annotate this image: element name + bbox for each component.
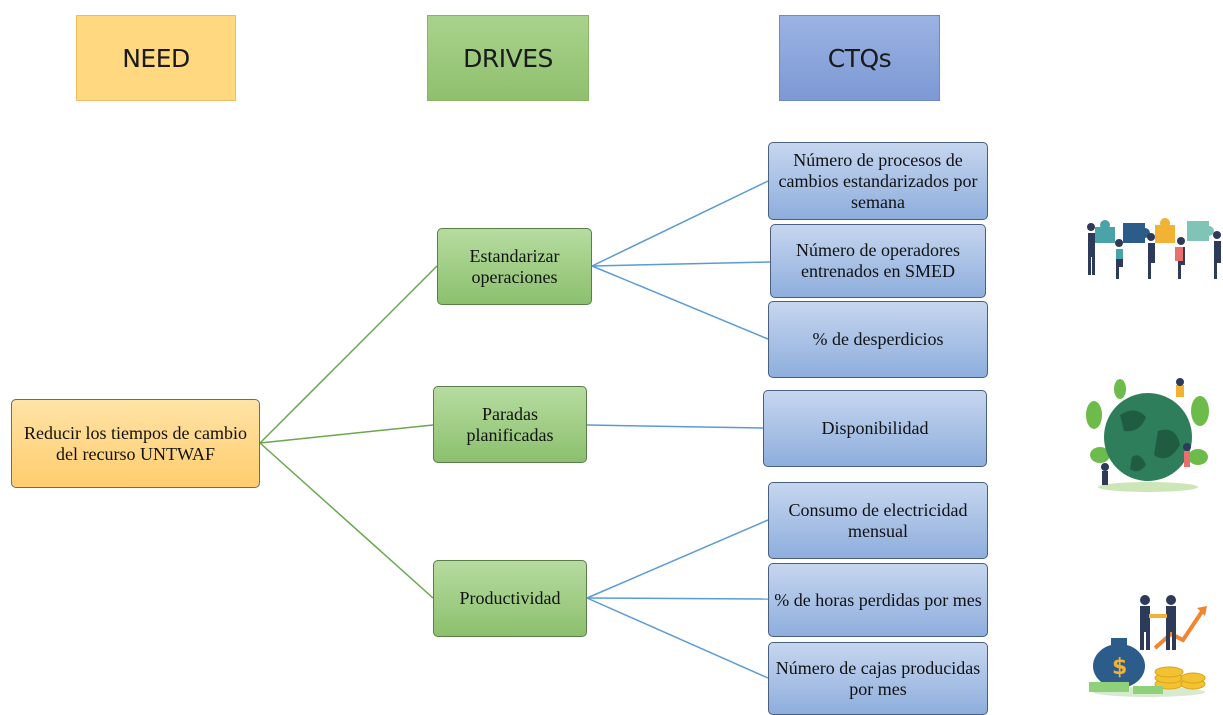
money-growth-icon: $	[1089, 595, 1207, 697]
need-header: NEED	[76, 15, 236, 101]
drive-box-productividad: Productividad	[433, 560, 587, 637]
drive-box-paradas: Paradas planificadas	[433, 386, 587, 463]
need-box: Reducir los tiempos de cambio del recurs…	[11, 399, 260, 488]
drive-box-estandarizar: Estandarizar operaciones	[437, 228, 592, 305]
ctq-box-cajas: Número de cajas producidas por mes	[768, 642, 988, 715]
drives-header: DRIVES	[427, 15, 589, 101]
drive-3-to-ctq-5-line	[586, 519, 769, 599]
ctq-box-horas-perdidas: % de horas perdidas por mes	[768, 563, 988, 637]
ctq-box-electricidad: Consumo de electricidad mensual	[768, 482, 988, 559]
ctq-box-operadores: Número de operadores entrenados en SMED	[770, 224, 986, 298]
need-to-drive-1-line	[259, 265, 438, 444]
drive-3-to-ctq-7-line	[586, 597, 769, 679]
drive-2-to-ctq-4-line	[586, 424, 764, 429]
globe-ecology-icon	[1086, 378, 1209, 492]
ctqs-header: CTQs	[779, 15, 940, 101]
teamwork-puzzle-icon	[1087, 218, 1221, 279]
need-to-drive-2-line	[259, 424, 434, 444]
ctq-box-procesos: Número de procesos de cambios estandariz…	[768, 142, 988, 220]
drive-1-to-ctq-2-line	[591, 261, 771, 267]
drive-1-to-ctq-3-line	[591, 265, 769, 340]
ctq-box-desperdicios: % de desperdicios	[768, 301, 988, 378]
ctq-box-disponibilidad: Disponibilidad	[763, 390, 987, 467]
svg-text:$: $	[1112, 655, 1127, 680]
need-to-drive-3-line	[259, 442, 434, 599]
drive-3-to-ctq-6-line	[586, 597, 769, 600]
drive-1-to-ctq-1-line	[591, 180, 769, 267]
